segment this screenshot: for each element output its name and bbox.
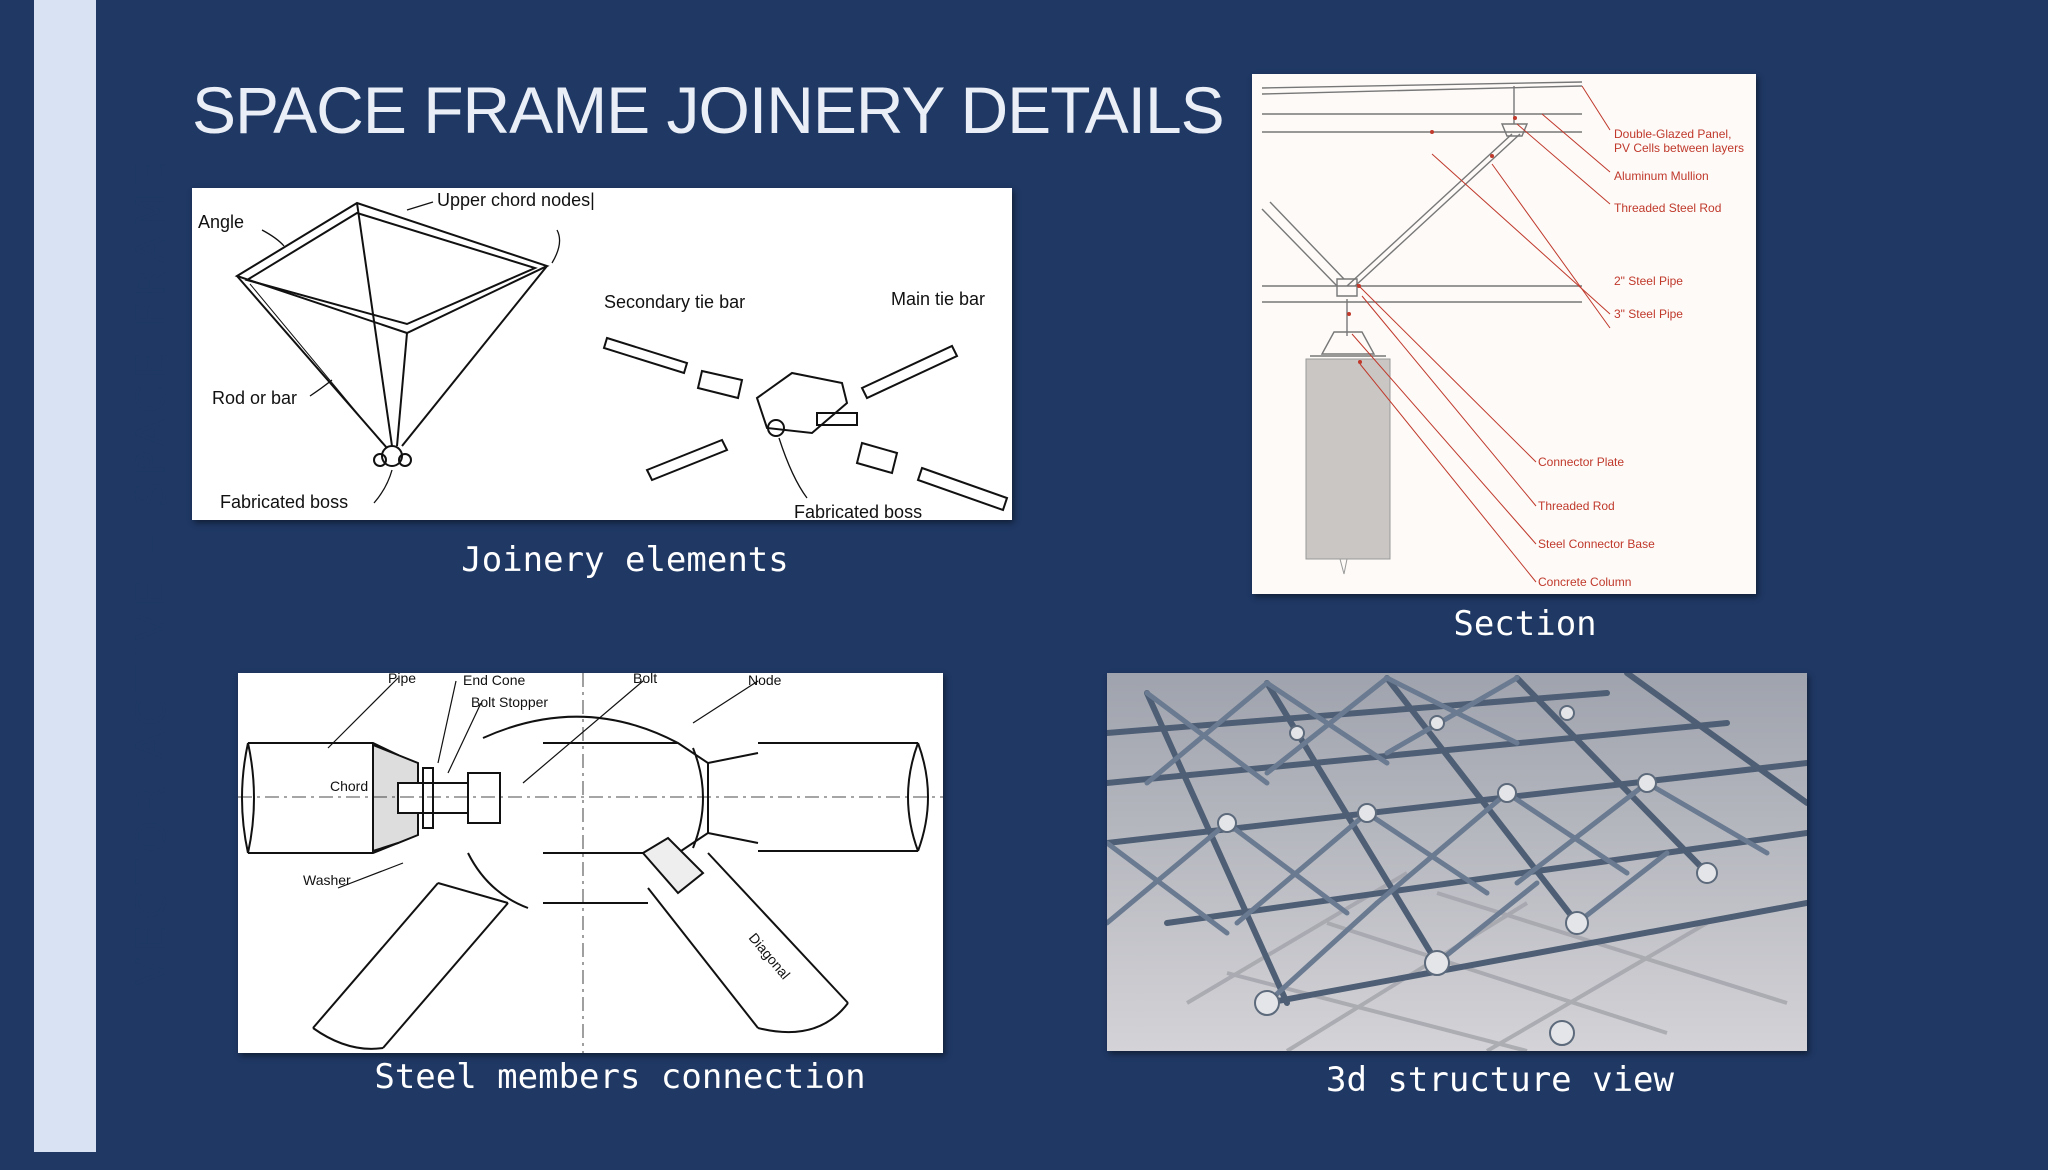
label-steel-pipe-2: 2" Steel Pipe bbox=[1614, 274, 1683, 288]
label-chord: Chord bbox=[330, 778, 368, 794]
structure-3d-figure bbox=[1107, 673, 1807, 1051]
caption-3d-structure-view: 3d structure view bbox=[1326, 1060, 1674, 1100]
label-end-cone: End Cone bbox=[463, 673, 525, 688]
label-panel-line1: Double-Glazed Panel, bbox=[1614, 127, 1731, 141]
caption-joinery-elements: Joinery elements bbox=[461, 540, 789, 580]
caption-section: Section bbox=[1453, 604, 1597, 644]
steel-members-drawing: Pipe End Cone Bolt Node Bolt Stopper Cho… bbox=[238, 673, 943, 1053]
label-bolt-stopper: Bolt Stopper bbox=[471, 694, 548, 710]
joinery-elements-figure: Angle Upper chord nodes| Rod or bar Fabr… bbox=[192, 188, 1012, 520]
joinery-elements-drawing: Angle Upper chord nodes| Rod or bar Fabr… bbox=[198, 190, 1009, 520]
section-drawing: Double-Glazed Panel, PV Cells between la… bbox=[1252, 74, 1756, 594]
caption-steel-members-connection: Steel members connection bbox=[374, 1057, 866, 1097]
label-bolt: Bolt bbox=[633, 673, 657, 686]
label-concrete-column: Concrete Column bbox=[1538, 575, 1631, 589]
slide-title: SPACE FRAME JOINERY DETAILS bbox=[192, 73, 1225, 147]
label-threaded-steel-rod: Threaded Steel Rod bbox=[1614, 201, 1721, 215]
label-pipe: Pipe bbox=[388, 673, 416, 686]
label-steel-connector-base: Steel Connector Base bbox=[1538, 537, 1655, 551]
label-angle: Angle bbox=[198, 212, 244, 232]
label-panel-line2: PV Cells between layers bbox=[1614, 141, 1744, 155]
side-label: VECTOR ACTIVE – SPACE FRAME bbox=[129, 154, 175, 986]
label-washer: Washer bbox=[303, 872, 351, 888]
label-connector-plate: Connector Plate bbox=[1538, 455, 1624, 469]
label-aluminum-mullion: Aluminum Mullion bbox=[1614, 169, 1709, 183]
label-steel-pipe-3: 3" Steel Pipe bbox=[1614, 307, 1683, 321]
label-fabricated-boss-left: Fabricated boss bbox=[220, 492, 348, 512]
label-threaded-rod: Threaded Rod bbox=[1538, 499, 1615, 513]
structure-3d-render bbox=[1107, 673, 1807, 1051]
label-rod-or-bar: Rod or bar bbox=[212, 388, 297, 408]
section-figure: Double-Glazed Panel, PV Cells between la… bbox=[1252, 74, 1756, 594]
label-node: Node bbox=[748, 673, 782, 688]
label-fabricated-boss-right: Fabricated boss bbox=[794, 502, 922, 520]
label-upper-chord-nodes: Upper chord nodes| bbox=[437, 190, 595, 210]
steel-members-figure: Pipe End Cone Bolt Node Bolt Stopper Cho… bbox=[238, 673, 943, 1053]
label-main-tie-bar: Main tie bar bbox=[891, 289, 985, 309]
side-bar: VECTOR ACTIVE – SPACE FRAME bbox=[34, 0, 175, 1152]
label-secondary-tie-bar: Secondary tie bar bbox=[604, 292, 745, 312]
